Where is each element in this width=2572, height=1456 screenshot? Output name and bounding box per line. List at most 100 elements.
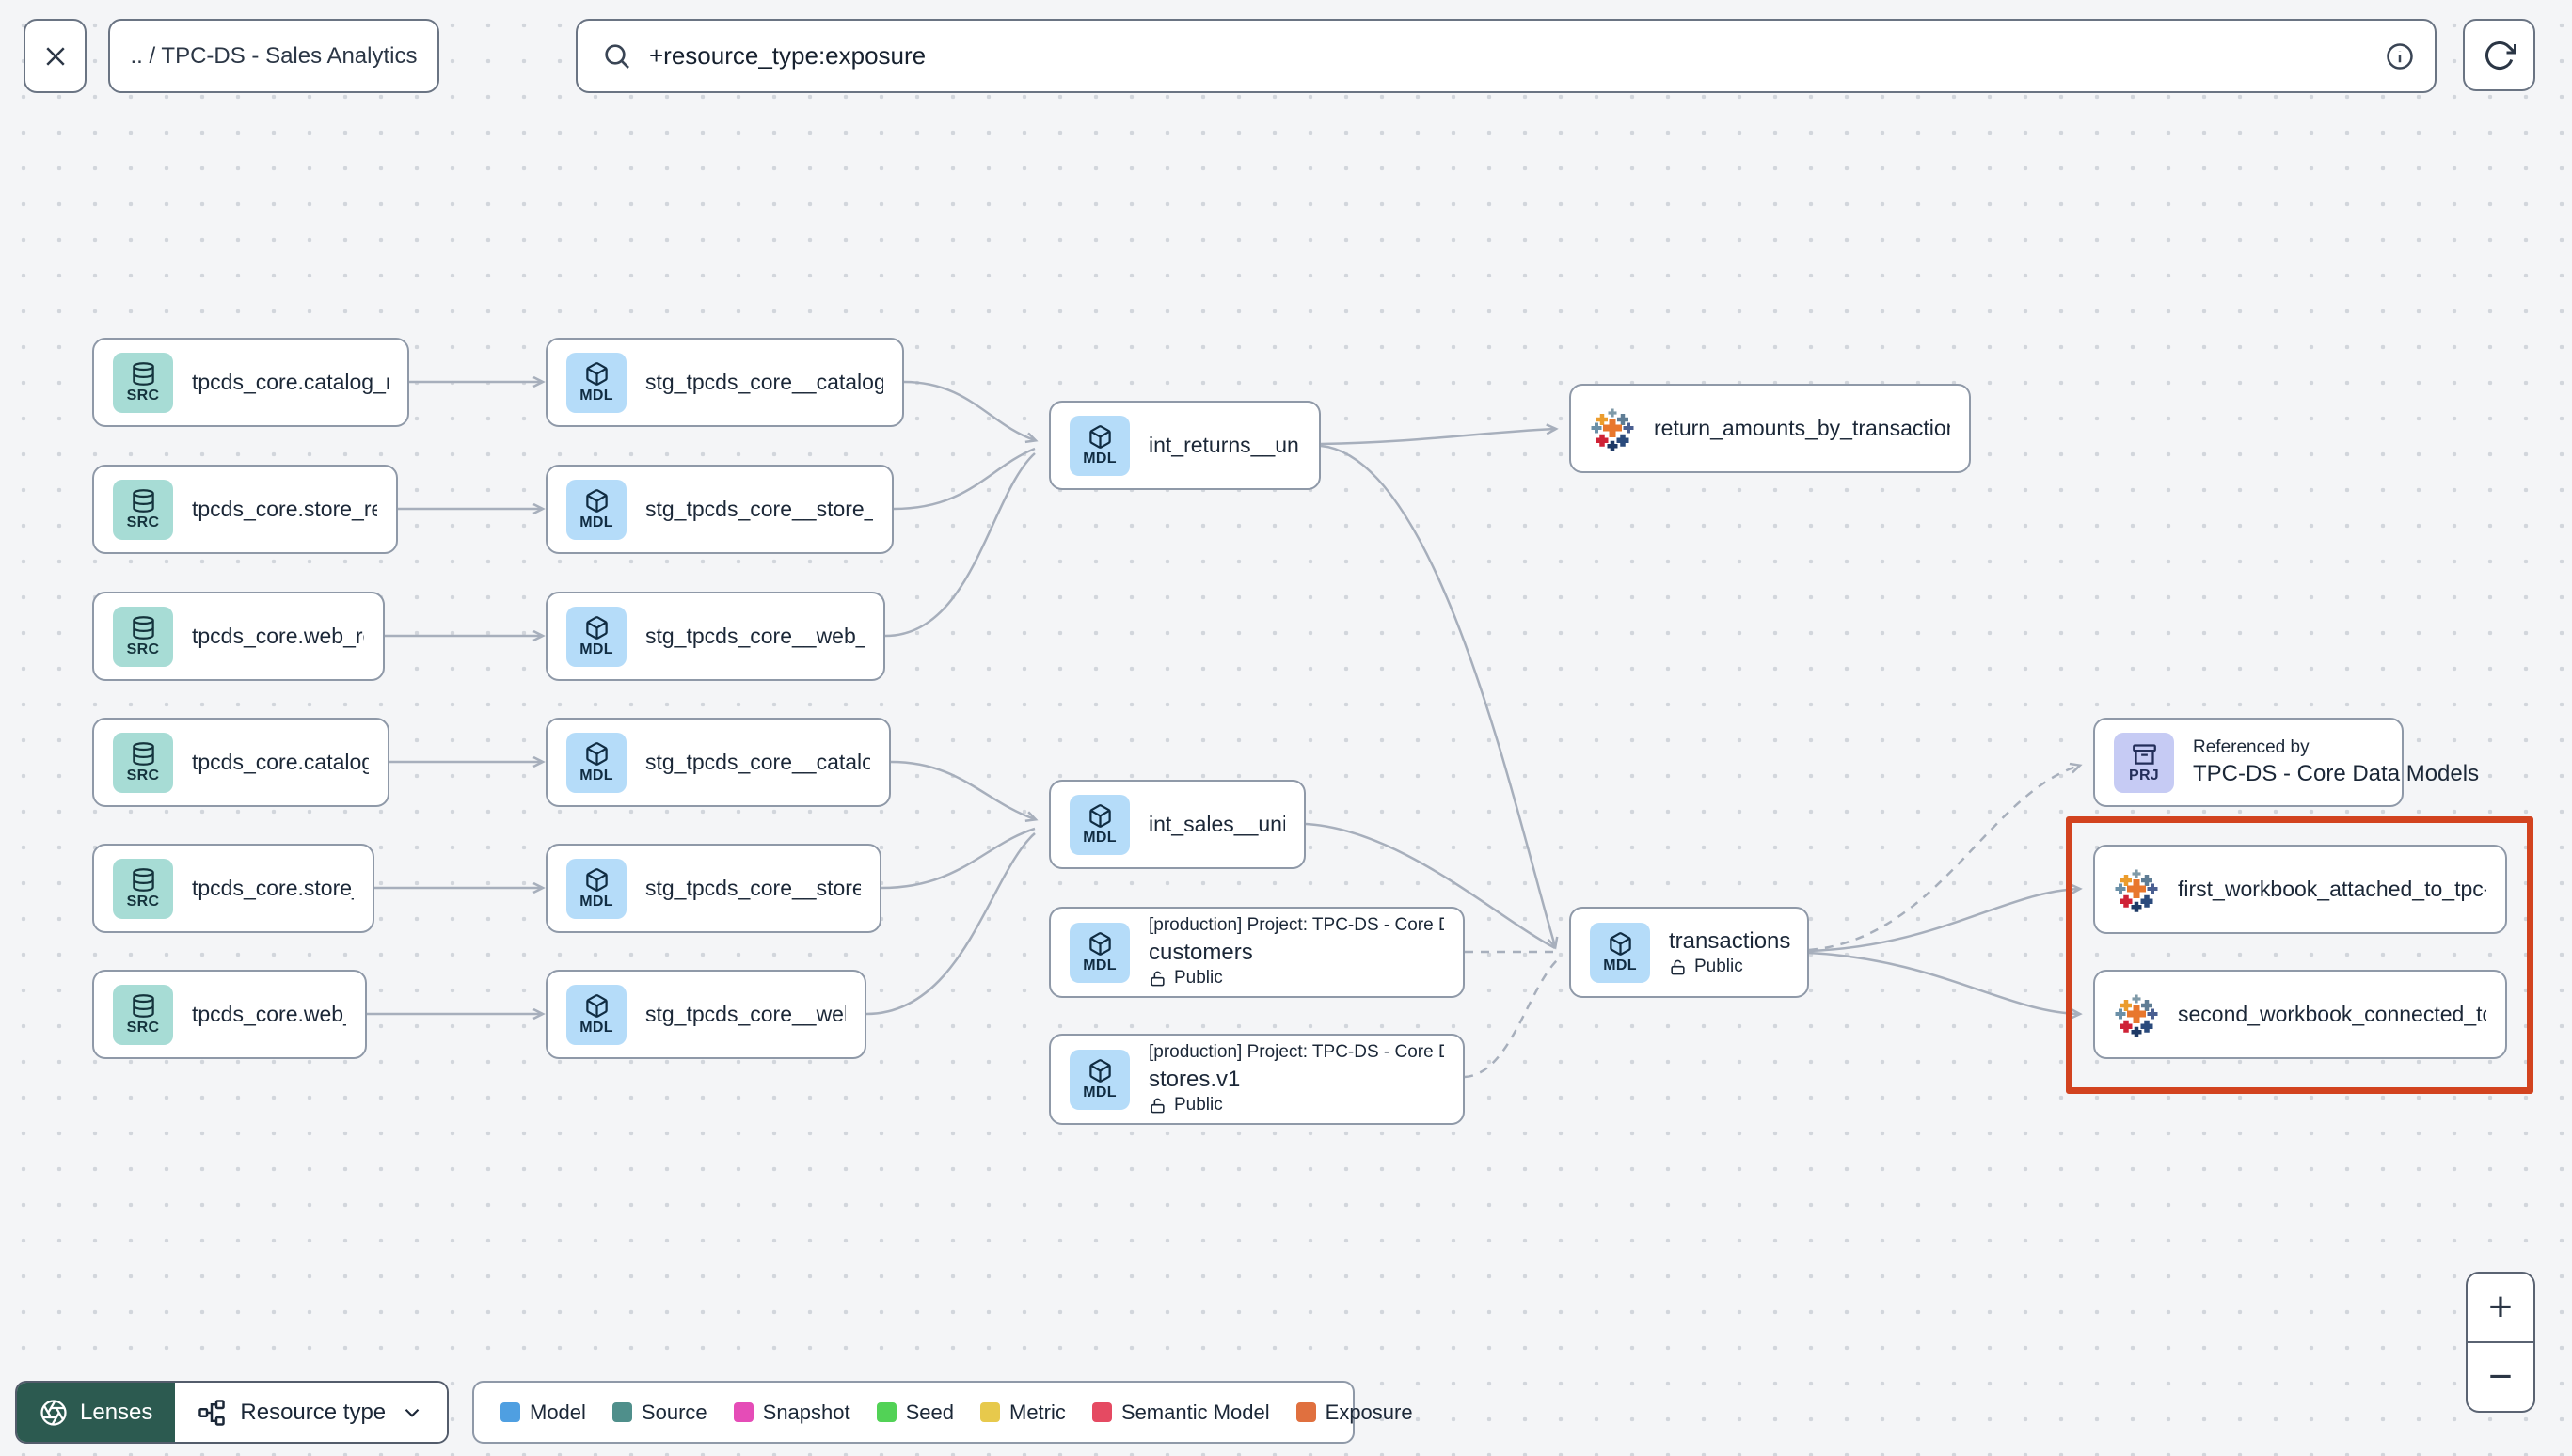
node-int-returns-unioned[interactable]: MDL int_returns__unioned	[1049, 401, 1321, 490]
model-badge: MDL	[1070, 794, 1130, 855]
model-badge: MDL	[1070, 415, 1130, 476]
lenses-group: Lenses Resource type	[15, 1381, 450, 1444]
database-icon	[132, 867, 154, 892]
resource-type-dropdown[interactable]: Resource type	[175, 1383, 448, 1442]
model-badge: MDL	[566, 479, 627, 540]
source-badge: SRC	[113, 352, 173, 413]
node-stores-v1[interactable]: MDL [production] Project: TPC-DS - Core …	[1049, 1034, 1465, 1125]
access-label: Public	[1694, 956, 1743, 976]
model-badge: MDL	[566, 606, 627, 667]
legend-item-semantic-model: Semantic Model	[1091, 1401, 1270, 1425]
semantic-model-swatch	[1091, 1402, 1112, 1422]
database-icon	[132, 993, 154, 1018]
node-label: second_workbook_connected_to_live…	[2178, 1002, 2486, 1026]
node-label: int_returns__unioned	[1149, 433, 1300, 457]
cube-icon	[585, 741, 608, 766]
model-badge: MDL	[1590, 922, 1650, 983]
node-label: return_amounts_by_transaction_type	[1654, 416, 1950, 440]
cube-icon	[585, 488, 608, 513]
node-stg-web-sales[interactable]: MDL stg_tpcds_core__web_sales	[546, 970, 866, 1059]
refresh-icon	[2485, 40, 2516, 70]
snapshot-swatch	[733, 1402, 754, 1422]
aperture-icon	[40, 1399, 67, 1426]
node-source-catalog-sales[interactable]: SRC tpcds_core.catalog_sales	[92, 718, 389, 807]
breadcrumb[interactable]: .. / TPC-DS - Sales Analytics	[108, 19, 439, 93]
source-badge: SRC	[113, 732, 173, 793]
cube-icon	[1088, 931, 1111, 956]
search-bar[interactable]	[576, 19, 2437, 93]
node-label: stores.v1	[1149, 1066, 1241, 1092]
node-stg-web-returns[interactable]: MDL stg_tpcds_core__web_returns	[546, 592, 885, 681]
info-icon[interactable]	[2386, 42, 2414, 71]
node-source-store-returns[interactable]: SRC tpcds_core.store_returns	[92, 465, 398, 554]
model-badge: MDL	[566, 352, 627, 413]
source-badge: SRC	[113, 984, 173, 1045]
database-icon	[132, 361, 154, 386]
node-stg-catalog-sales[interactable]: MDL stg_tpcds_core__catalog_sales	[546, 718, 891, 807]
node-customers[interactable]: MDL [production] Project: TPC-DS - Core …	[1049, 907, 1465, 998]
model-swatch	[500, 1402, 520, 1422]
cube-icon	[585, 615, 608, 640]
selection-highlight	[2066, 816, 2533, 1094]
search-input[interactable]	[647, 40, 2371, 71]
archive-icon	[2132, 743, 2156, 765]
node-label: stg_tpcds_core__catalog_returns	[645, 370, 883, 394]
node-exposure-return-amounts[interactable]: return_amounts_by_transaction_type	[1569, 384, 1971, 473]
legend-item-exposure: Exposure	[1295, 1401, 1413, 1425]
project-badge: PRJ	[2114, 732, 2174, 793]
node-label: stg_tpcds_core__web_returns	[645, 624, 865, 648]
unlock-icon	[1151, 971, 1165, 987]
unlock-icon	[1151, 1098, 1165, 1114]
node-stg-store-sales[interactable]: MDL stg_tpcds_core__store_sales	[546, 844, 881, 933]
refresh-button[interactable]	[2463, 19, 2535, 91]
database-icon	[132, 741, 154, 766]
node-source-store-sales[interactable]: SRC tpcds_core.store_sales	[92, 844, 374, 933]
source-badge: SRC	[113, 858, 173, 919]
cube-icon	[1088, 803, 1111, 828]
legend-item-source: Source	[611, 1401, 707, 1425]
cube-icon	[1088, 1058, 1111, 1083]
zoom-in-button[interactable]: +	[2468, 1274, 2533, 1343]
node-label: stg_tpcds_core__web_sales	[645, 1002, 846, 1026]
node-transactions[interactable]: MDL transactions Public	[1569, 907, 1809, 998]
node-label: transactions	[1669, 927, 1791, 954]
referenced-by-title: Referenced by	[2193, 736, 2310, 757]
node-stg-catalog-returns[interactable]: MDL stg_tpcds_core__catalog_returns	[546, 338, 904, 427]
tableau-icon	[2115, 869, 2158, 912]
resource-type-legend: Model Source Snapshot Seed Metric Semant…	[472, 1381, 1413, 1444]
access-label: Public	[1174, 1095, 1223, 1116]
node-source-catalog-returns[interactable]: SRC tpcds_core.catalog_returns	[92, 338, 409, 427]
close-icon	[45, 46, 65, 66]
model-badge: MDL	[566, 732, 627, 793]
node-referenced-by-project[interactable]: PRJ Referenced by TPC-DS - Core Data Mod…	[2093, 718, 2479, 807]
model-badge: MDL	[566, 984, 627, 1045]
node-stg-store-returns[interactable]: MDL stg_tpcds_core__store_returns	[546, 465, 894, 554]
hierarchy-icon	[198, 1399, 226, 1426]
legend-item-seed: Seed	[876, 1401, 954, 1425]
node-label: tpcds_core.catalog_sales	[192, 750, 369, 774]
source-swatch	[611, 1402, 632, 1422]
source-badge: SRC	[113, 606, 173, 667]
model-badge: MDL	[1070, 922, 1130, 983]
cube-icon	[585, 867, 608, 892]
node-label: customers	[1149, 939, 1253, 965]
legend-item-snapshot: Snapshot	[733, 1401, 850, 1425]
project-header: [production] Project: TPC-DS - Core Data…	[1149, 1042, 1444, 1063]
node-int-sales-unioned[interactable]: MDL int_sales__unioned	[1049, 780, 1306, 869]
lenses-button[interactable]: Lenses	[17, 1383, 176, 1442]
cube-icon	[585, 361, 608, 386]
chevron-down-icon	[405, 1408, 420, 1417]
close-button[interactable]	[24, 19, 87, 93]
node-exposure-second-workbook[interactable]: second_workbook_connected_to_live…	[2093, 970, 2507, 1059]
node-source-web-sales[interactable]: SRC tpcds_core.web_sales	[92, 970, 367, 1059]
node-source-web-returns[interactable]: SRC tpcds_core.web_returns	[92, 592, 385, 681]
node-label: first_workbook_attached_to_tpc-ds_-_…	[2178, 877, 2486, 901]
zoom-out-button[interactable]: −	[2488, 1353, 2513, 1400]
project-header: [production] Project: TPC-DS - Core Data…	[1149, 915, 1444, 936]
cube-icon	[1088, 424, 1111, 449]
model-badge: MDL	[566, 858, 627, 919]
node-exposure-first-workbook[interactable]: first_workbook_attached_to_tpc-ds_-_…	[2093, 845, 2507, 934]
exposure-swatch	[1295, 1402, 1316, 1422]
